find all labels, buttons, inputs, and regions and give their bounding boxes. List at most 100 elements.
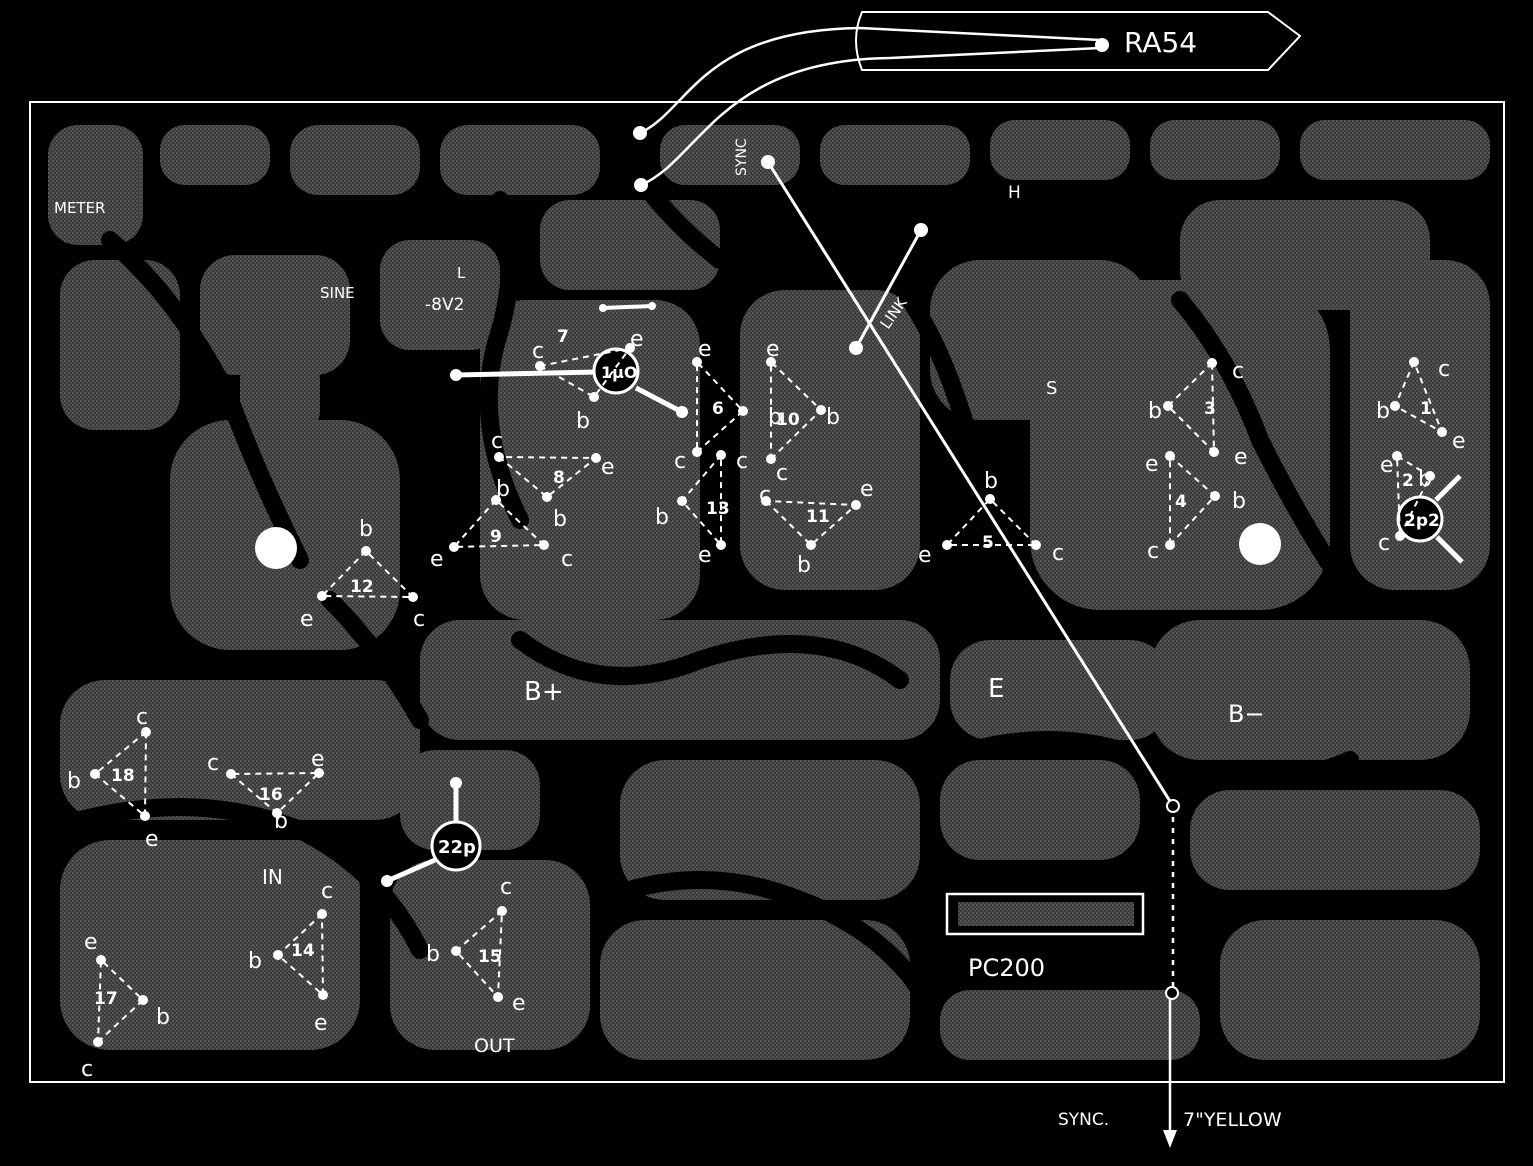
cap-2p2-label: 2p2 [1404, 511, 1440, 531]
pin-b-label: b [248, 949, 262, 974]
yellow-label: 7"YELLOW [1183, 1109, 1282, 1131]
cap-100-pad [450, 369, 462, 381]
pin-b-label: b [274, 809, 288, 834]
link-pad-top [914, 223, 928, 237]
pin-b-pad [677, 496, 687, 506]
pin-b-pad [542, 492, 552, 502]
small-link [602, 304, 653, 310]
pin-e-label: e [84, 930, 98, 955]
pin-c-pad [497, 906, 507, 916]
pin-b-label: b [1418, 467, 1432, 492]
pin-c-label: c [1438, 357, 1450, 382]
pin-b-pad [1425, 471, 1435, 481]
pin-e-pad [1165, 451, 1175, 461]
pin-c-label: c [1052, 541, 1064, 566]
pin-b-label: b [426, 942, 440, 967]
pin-b-label: b [797, 553, 811, 578]
bminus-label: B− [1228, 700, 1265, 728]
pin-b-label: b [1232, 489, 1246, 514]
pin-b-pad [738, 406, 748, 416]
pin-b-pad [985, 494, 995, 504]
pin-e-pad [692, 357, 702, 367]
pin-c-label: c [413, 607, 425, 632]
transistor-number: 14 [291, 941, 315, 961]
cap-100-lead-2 [634, 385, 684, 415]
pc200-label: PC200 [968, 954, 1045, 982]
pin-c-label: c [532, 339, 544, 364]
link-pad-bottom [849, 341, 863, 355]
pin-b-pad [273, 950, 283, 960]
cap-2p2-lead-1 [1434, 474, 1462, 502]
pin-c-pad [1207, 358, 1217, 368]
transistor-outline [680, 452, 722, 548]
ra54-pad-2 [634, 178, 648, 192]
e-ground-label: E [988, 674, 1004, 704]
pin-b-pad [816, 405, 826, 415]
pin-c-pad [1409, 357, 1419, 367]
sync-eyelet-bottom [1165, 986, 1179, 1000]
sync-wire [766, 161, 1175, 1130]
ra54-pad-1 [633, 126, 647, 140]
pin-c-label: c [561, 547, 573, 572]
cap-100-label: 1μO [601, 363, 638, 382]
pin-c-label: c [674, 449, 686, 474]
pin-c-pad [408, 592, 418, 602]
pc200-plate-fill [958, 902, 1134, 926]
pin-c-label: c [136, 705, 148, 730]
pin-c-pad [1165, 540, 1175, 550]
pin-e-label: e [630, 327, 644, 352]
pin-e-label: e [311, 747, 325, 772]
pin-b-label: b [576, 409, 590, 434]
cap-22p-lead-2 [385, 857, 437, 884]
pin-e-pad [851, 500, 861, 510]
pin-e-pad [1437, 427, 1447, 437]
pin-e-pad [716, 540, 726, 550]
pin-c-label: c [321, 879, 333, 904]
pin-c-pad [494, 452, 504, 462]
pin-c-pad [226, 769, 236, 779]
transistor-number: 1 [1420, 399, 1432, 419]
h-label: H [1008, 183, 1021, 203]
pin-b-pad [138, 995, 148, 1005]
pin-c-label: c [1147, 539, 1159, 564]
pin-b-label: b [826, 405, 840, 430]
transistor-outline [96, 957, 145, 1045]
pin-b-pad [806, 540, 816, 550]
transistor-outline [454, 908, 504, 1000]
capacitor-2p2 [1396, 495, 1444, 543]
pin-e-label: e [601, 455, 615, 480]
pin-b-pad [491, 495, 501, 505]
capacitor-22p [430, 820, 482, 872]
bplus-label: B+ [524, 677, 564, 707]
pin-b-pad [1390, 401, 1400, 411]
pin-e-pad [591, 453, 601, 463]
transistor-outline [770, 359, 823, 462]
transistor-number: 12 [350, 577, 374, 597]
pin-c-label: c [759, 483, 771, 508]
transistor-number: 13 [706, 499, 730, 519]
pin-b-pad [451, 946, 461, 956]
transistor-outline [1395, 454, 1432, 537]
out-label: OUT [474, 1035, 515, 1057]
pin-e-pad [449, 542, 459, 552]
pin-b-label: b [496, 477, 510, 502]
pin-b-pad [90, 769, 100, 779]
pin-c-label: c [500, 875, 512, 900]
pin-e-label: e [698, 337, 712, 362]
transistor-number: 2 [1402, 471, 1414, 491]
pin-c-label: c [81, 1057, 93, 1082]
pin-e-label: e [766, 337, 780, 362]
pin-c-pad [692, 447, 702, 457]
pin-c-pad [535, 361, 545, 371]
pin-b-pad [589, 392, 599, 402]
